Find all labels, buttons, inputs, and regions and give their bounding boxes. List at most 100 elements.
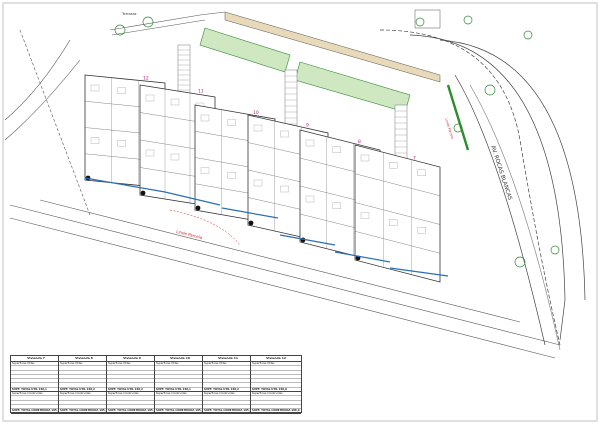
table-row [203,379,253,384]
table-row [203,396,253,401]
parcel-lines [4,29,561,359]
table-row [107,375,157,380]
table-row [251,379,301,384]
table-row [155,405,205,410]
table-row [107,396,157,401]
table-total-built: SUPF. TOTAL CONSTRUIDA 185,9 [107,409,157,414]
table-total-built: SUPF. TOTAL CONSTRUIDA 185,8 [59,409,109,414]
table-row [59,375,109,380]
corner-box [414,9,441,29]
table-row [155,383,205,388]
table-total-useful: SUPF. TOTAL ÚTIL 150,1 [11,388,61,393]
table-row [107,371,157,375]
table-row [59,366,109,371]
tree-icon [484,84,496,96]
table-row [155,366,205,371]
tree-icon [550,245,560,255]
unit-number: 11 [198,88,204,94]
table-row [203,401,253,405]
table-row [11,375,61,380]
table-row [155,379,205,384]
table-section-useful: Superficies Útiles [59,362,109,367]
column-dot [195,205,201,211]
table-section-built: Superficies Construidas [203,392,253,397]
table-row [11,396,61,401]
unit-number: 8 [358,139,361,145]
table-row [107,383,157,388]
unit-number: 12 [143,76,149,82]
table-total-built: SUPF. TOTAL CONSTRUIDA 185,9 [203,409,253,414]
table-total-useful: SUPF. TOTAL ÚTIL 150,2 [107,388,157,393]
tree-icon [415,17,425,27]
table-row [59,383,109,388]
table-title: Vivienda 8 [59,356,109,362]
table-total-useful: SUPF. TOTAL ÚTIL 150,1 [155,388,205,393]
tree-icon [523,30,533,40]
unit-block: 7 [354,144,441,283]
table-row [107,366,157,371]
unit-number: 10 [253,110,259,116]
table-title: Vivienda 11 [203,356,253,362]
table-section-useful: Superficies Útiles [155,362,205,367]
table-total-built: SUPF. TOTAL CONSTRUIDA 185,8 [155,409,205,414]
pool-edges [84,177,449,277]
table-section-built: Superficies Construidas [251,392,301,397]
table-title: Vivienda 12 [251,356,301,362]
table-row [155,396,205,401]
unit-number: 7 [413,155,416,161]
table-section-built: Superficies Construidas [107,392,157,397]
table-section-built: Superficies Construidas [59,392,109,397]
table-section-useful: Superficies Útiles [107,362,157,367]
avenue-curves [379,29,586,351]
table-row [155,375,205,380]
table-row [251,405,301,410]
tree-icon [142,16,154,28]
table-row [59,371,109,375]
table-row [251,396,301,401]
table-section-useful: Superficies Útiles [251,362,301,367]
table-row [203,366,253,371]
column-dot [248,220,254,226]
table-row [107,405,157,410]
table-row [251,401,301,405]
table-section-useful: Superficies Útiles [11,362,61,367]
table-row [107,401,157,405]
top-terrace [109,11,441,83]
table-row [11,371,61,375]
table-row [59,379,109,384]
tree-icon [514,256,526,268]
terraces-label: Terrazas [122,12,137,16]
table-title: Vivienda 9 [107,356,157,362]
column-dot [140,190,146,196]
table-row [203,383,253,388]
table-total-useful: SUPF. TOTAL ÚTIL 150,2 [59,388,109,393]
table-row [251,371,301,375]
trees [114,15,560,268]
table-section-useful: Superficies Útiles [203,362,253,367]
green-bands [446,84,470,151]
table-total-built: SUPF. TOTAL CONSTRUIDA 185,9 [11,409,61,414]
table-total-useful: SUPF. TOTAL ÚTIL 150,2 [203,388,253,393]
table-row [11,401,61,405]
table-row [155,401,205,405]
table-row [11,379,61,384]
table-title: Vivienda 10 [155,356,205,362]
table-row [11,366,61,371]
table-row [59,401,109,405]
table-row [203,405,253,410]
table-row [251,383,301,388]
table-row [251,366,301,371]
table-total-built: SUPF. TOTAL CONSTRUIDA 186,0 [251,409,301,414]
table-section-built: Superficies Construidas [11,392,61,397]
table-row [107,379,157,384]
